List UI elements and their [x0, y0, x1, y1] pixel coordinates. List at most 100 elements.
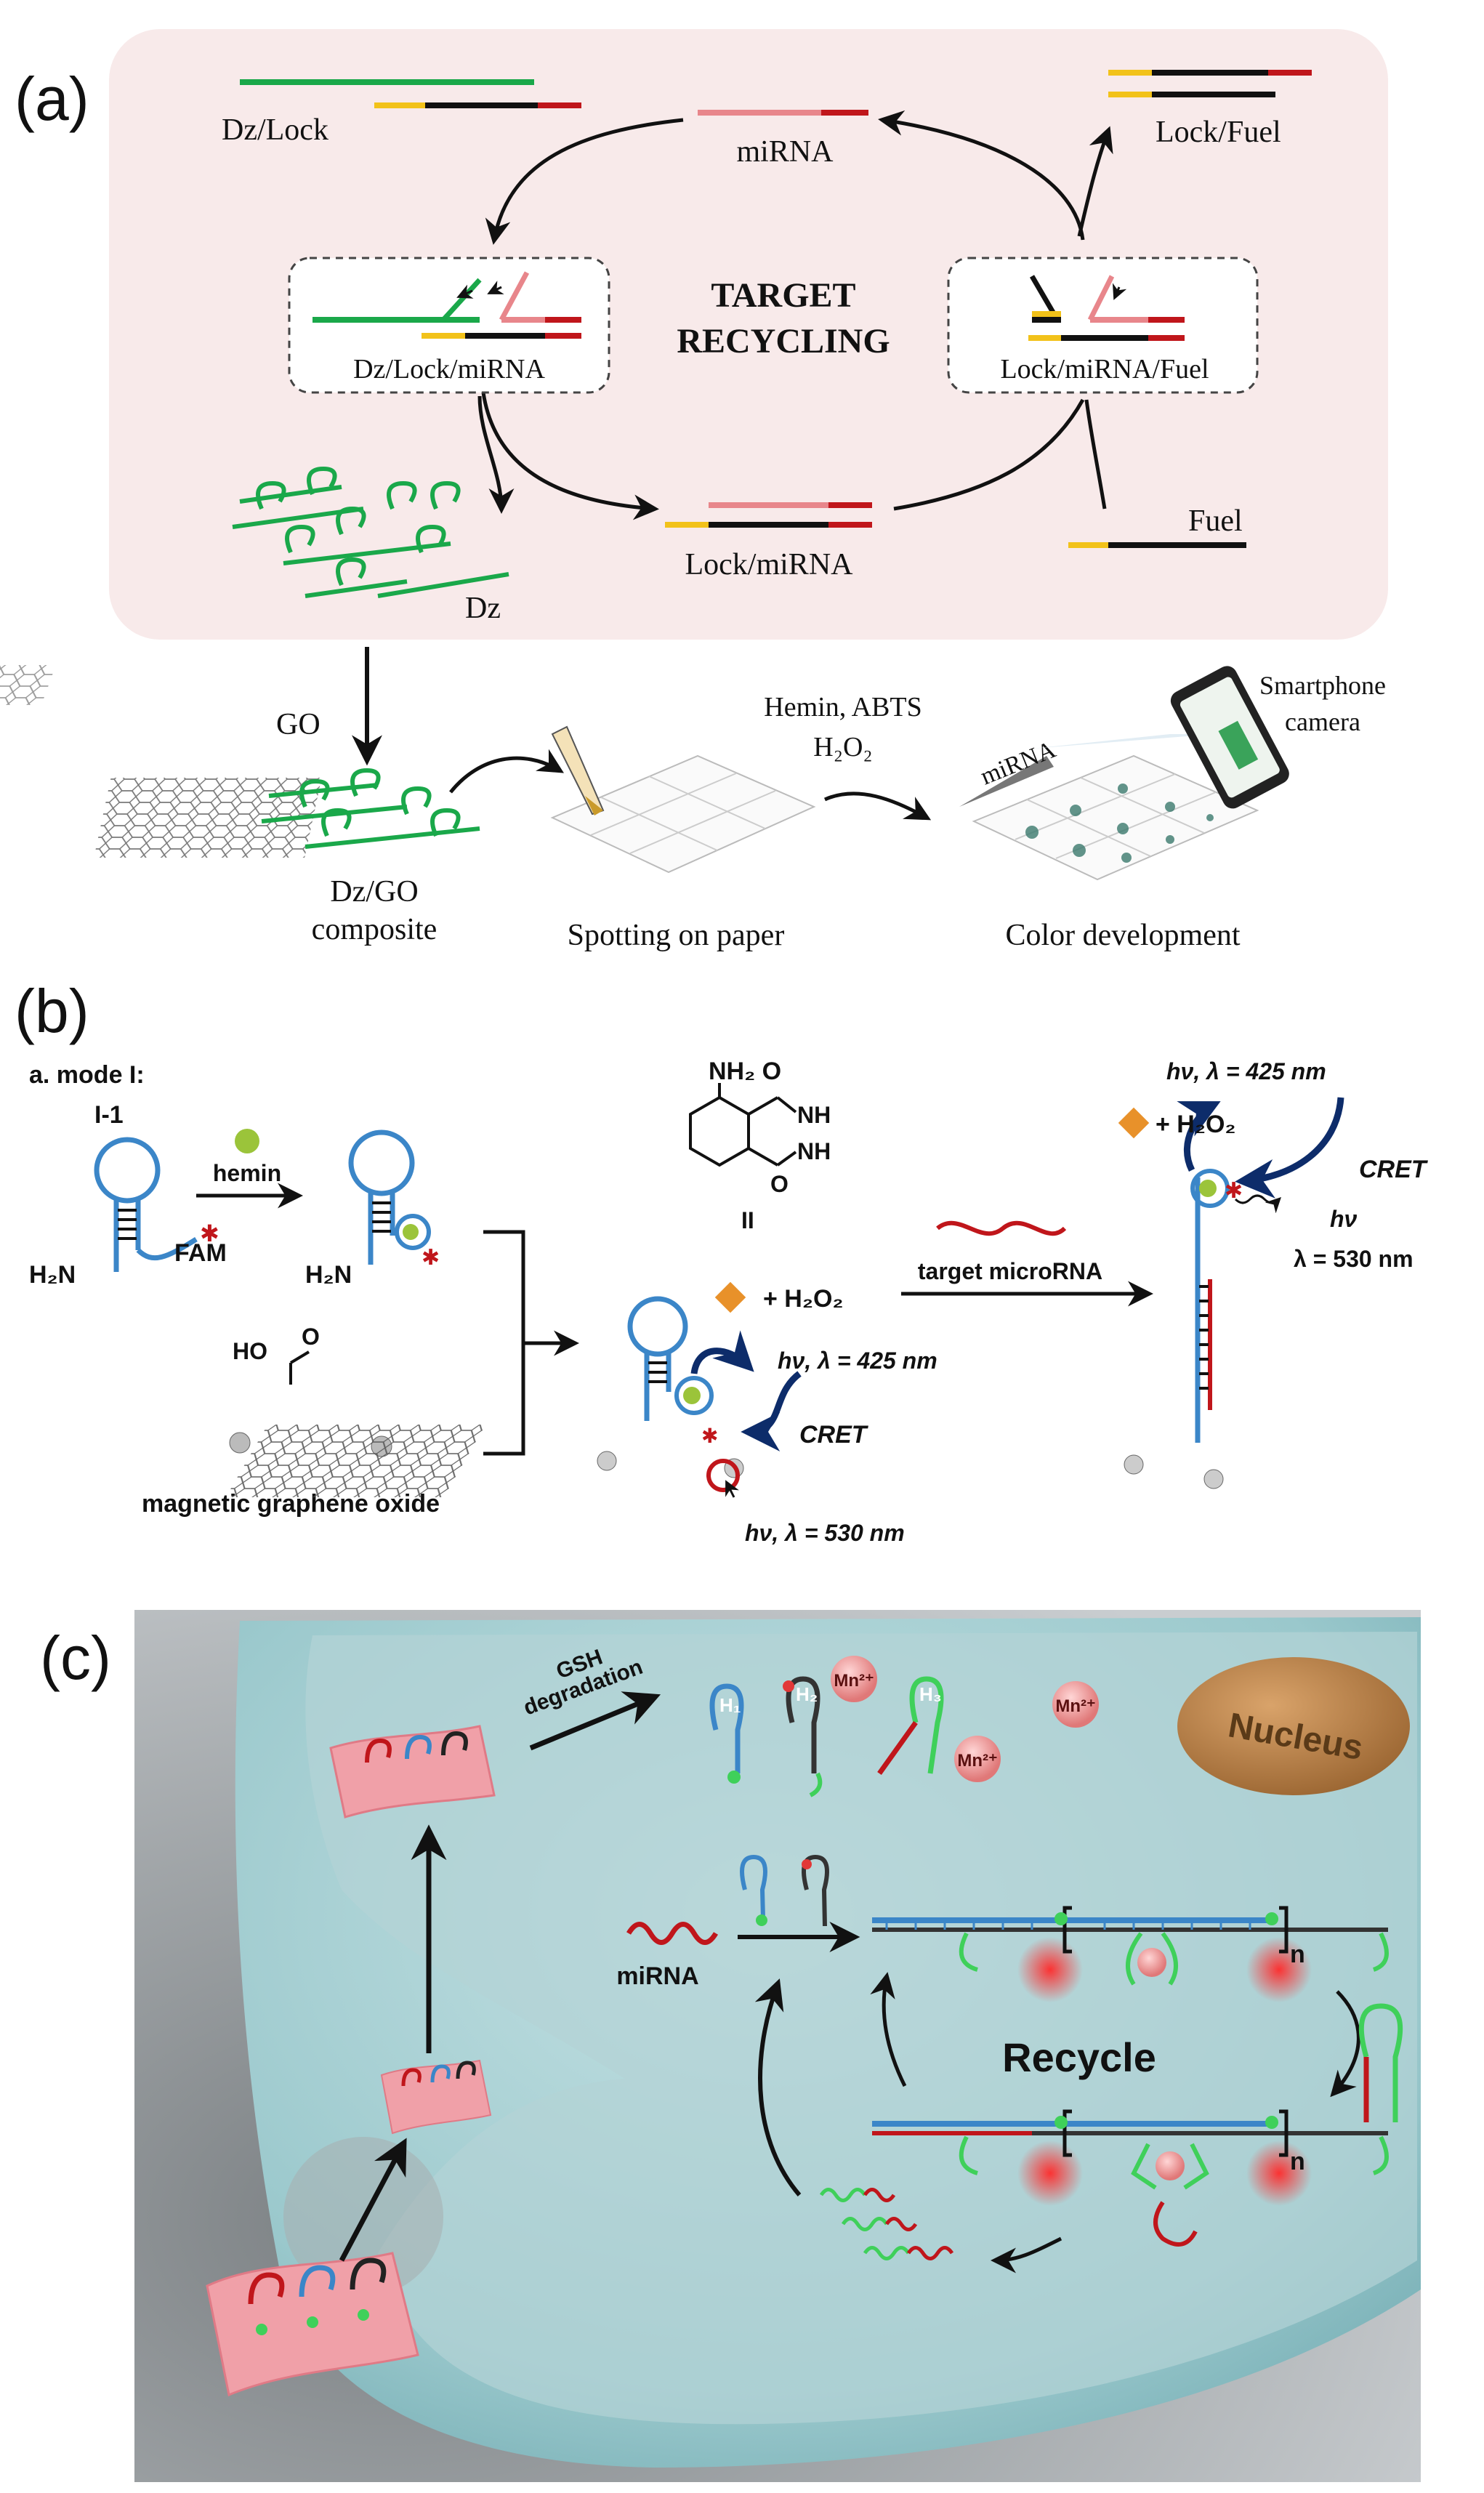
- recycle-arrow-left: [870, 1972, 907, 2087]
- luminol-nh2-o: NH₂ O: [709, 1058, 781, 1085]
- nanosheet-middle: [380, 2059, 492, 2135]
- panel-a: (a) Dz/Lock miRNA Lock/Fuel: [0, 29, 1388, 952]
- cytoplasm: [305, 1632, 1417, 2425]
- hemin-abts-label: Hemin, ABTS: [764, 692, 922, 722]
- assembled-duplex-top: [872, 1906, 1389, 2002]
- mirna-label: miRNA: [616, 1962, 698, 1990]
- cret-right: CRET: [1359, 1156, 1429, 1183]
- smartphone-icon: [1170, 666, 1289, 809]
- dz-lock-mirna-box: [288, 257, 610, 394]
- target-recycling-cycle: [477, 110, 1113, 520]
- luminol-structure: [689, 1083, 797, 1167]
- hairpin-probe-i1: ✱: [94, 1137, 219, 1272]
- svg-text:✱: ✱: [422, 1246, 440, 1270]
- released-fragments: [819, 2188, 954, 2260]
- h2n-label-2: H₂N: [305, 1261, 352, 1289]
- target-recycling-line2: RECYCLING: [677, 322, 890, 361]
- fragment-arrow: [991, 2236, 1062, 2273]
- dz-cluster: [232, 466, 509, 598]
- hemin-label: hemin: [213, 1160, 281, 1186]
- hv530-mid: hν, λ = 530 nm: [745, 1520, 905, 1546]
- feedback-arrow: [754, 1978, 802, 2196]
- plus-h2o2-mid: + H₂O₂: [763, 1285, 844, 1313]
- luminol-nh-2: NH: [797, 1138, 831, 1164]
- lock-mirna-fuel-box: [947, 257, 1259, 394]
- h2o2-label: H₂O₂: [813, 732, 872, 762]
- svg-text:✱: ✱: [200, 1220, 219, 1246]
- repeat-n-2: n: [1290, 2148, 1305, 2175]
- mode-label: a. mode I:: [29, 1061, 145, 1089]
- plus-h2o2-right: + H₂O₂: [1156, 1111, 1236, 1138]
- dz-go-label-2: composite: [312, 913, 437, 946]
- luminol-o: O: [770, 1171, 789, 1197]
- mn-label-1: Mn²⁺: [834, 1671, 874, 1691]
- cooh-o-label: O: [302, 1324, 320, 1350]
- opened-probe-assembly: ✱: [225, 1097, 1344, 1497]
- lock-fuel-label: Lock/Fuel: [1156, 116, 1281, 149]
- mn-label-2: Mn²⁺: [957, 1751, 997, 1771]
- i1-label: I-1: [94, 1101, 124, 1129]
- hairpin-h3: [1358, 2003, 1403, 2122]
- dz-go-label-1: Dz/GO: [330, 875, 418, 909]
- hemin-icon: [235, 1129, 259, 1153]
- recycle-arrow-right: [1330, 1990, 1360, 2098]
- mn-ions: [831, 1656, 1099, 1782]
- combine-bracket-arrow: [483, 1230, 574, 1456]
- target-recycling-line1: TARGET: [711, 276, 855, 315]
- repeat-n-1: n: [1290, 1941, 1305, 1968]
- nucleus: [1177, 1657, 1410, 1795]
- color-dev-label: Color development: [1005, 919, 1240, 952]
- nanosheet-top: [329, 1725, 496, 1819]
- fam-label: FAM: [174, 1239, 227, 1267]
- dz-label: Dz: [465, 592, 501, 625]
- spotting-label: Spotting on paper: [568, 919, 785, 952]
- go-label: GO: [276, 708, 320, 741]
- dz-lock-label: Dz/Lock: [222, 113, 328, 147]
- target-microrna-strand: [936, 1220, 1067, 1236]
- lambda530-right: λ = 530 nm: [1294, 1246, 1414, 1272]
- hv425-right: hν, λ = 425 nm: [1166, 1058, 1326, 1084]
- hairpins-h1-h2: [740, 1854, 829, 1927]
- cooh-ho-label: HO: [233, 1338, 267, 1364]
- to-color-dev-arrow: [823, 792, 932, 821]
- dz-lock-mirna-label: Dz/Lock/miRNA: [353, 354, 545, 384]
- spotting-paper: [550, 725, 816, 874]
- dz-go-composite: [94, 768, 480, 858]
- hv-right: hν: [1330, 1206, 1358, 1232]
- to-spotting-arrow: [449, 749, 565, 794]
- camera-beam: [1032, 734, 1214, 749]
- mirna-wedge-label: miRNA: [977, 736, 1060, 791]
- svg-text:✱: ✱: [701, 1425, 718, 1447]
- smartphone-label-2: camera: [1285, 707, 1360, 736]
- panel-c-label: (c): [40, 1624, 111, 1692]
- panel-c: (c) Nucleus: [40, 1610, 1422, 2482]
- hairpin-probe-hemin: ✱: [348, 1129, 440, 1270]
- fuel-label: Fuel: [1188, 504, 1243, 538]
- color-development-paper: [959, 754, 1259, 881]
- probe-on-go-assembly: ✱: [597, 1281, 802, 1498]
- lock-mirna-fuel-label: Lock/miRNA/Fuel: [1000, 354, 1209, 384]
- uptake-arrows: [339, 1691, 661, 2262]
- smartphone-label-1: Smartphone: [1259, 671, 1386, 700]
- svg-text:✱: ✱: [1225, 1179, 1243, 1203]
- nanosheet-bottom: [206, 2252, 419, 2397]
- lock-mirna-strands: [665, 502, 872, 528]
- dz-lock-strands: [240, 79, 581, 108]
- hv425-mid: hν, λ = 425 nm: [778, 1348, 937, 1374]
- mirna-wave: [626, 1922, 719, 1945]
- mn-label-3: Mn²⁺: [1055, 1696, 1095, 1716]
- luminol-nh-1: NH: [797, 1102, 831, 1128]
- h2-label: H₂: [796, 1683, 818, 1705]
- mirna-top-label: miRNA: [736, 135, 834, 169]
- panel-b: (b) a. mode I: I-1 ✱ H₂N FAM hemin ✱ H₂: [15, 977, 1429, 1546]
- panel-a-label: (a): [15, 65, 89, 133]
- lock-fuel-strands: [1108, 70, 1312, 97]
- cret-mid: CRET: [799, 1421, 869, 1449]
- released-hairpins: [709, 1676, 944, 1797]
- h2n-label-1: H₂N: [29, 1261, 76, 1289]
- panel-a-background: [109, 29, 1388, 640]
- lock-mirna-label: Lock/miRNA: [685, 548, 854, 581]
- recycle-label: Recycle: [1002, 2034, 1156, 2080]
- lock-mirna-fuel-strands: [1028, 275, 1185, 341]
